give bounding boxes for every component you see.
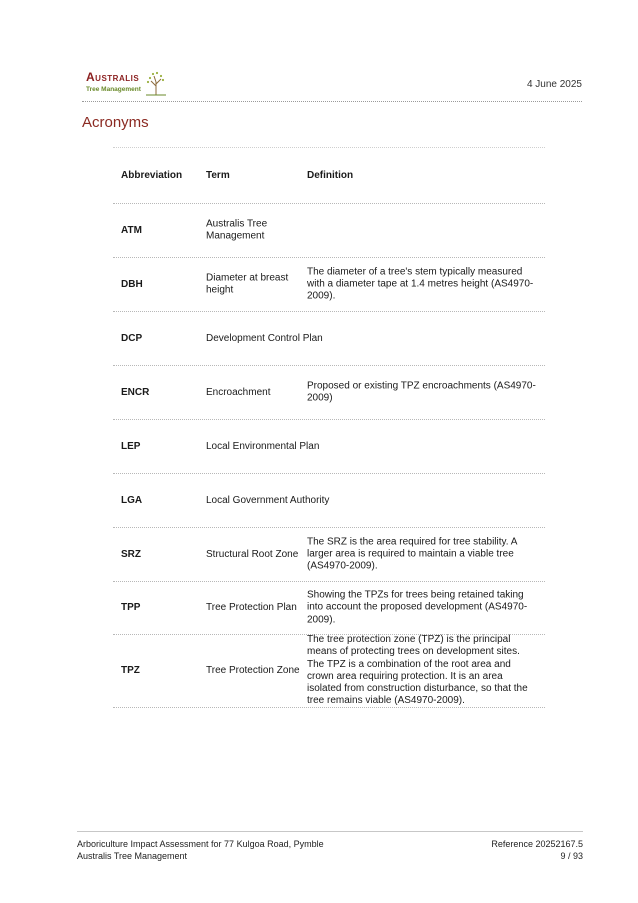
logo-subtitle: Tree Management <box>86 86 141 93</box>
column-header-abbreviation: Abbreviation <box>121 169 183 181</box>
definition-cell: The tree protection zone (TPZ) is the pr… <box>307 634 528 707</box>
abbreviation-cell: DBH <box>121 278 143 290</box>
page-header: Australis Tree Management 4 June 2025 <box>82 66 582 100</box>
company-logo: Australis Tree Management <box>82 70 172 100</box>
abbreviation-cell: TPP <box>121 601 141 613</box>
acronyms-table: Abbreviation Term Definition ATM Austral… <box>113 147 545 708</box>
term-cell: Development Control Plan <box>206 332 323 344</box>
table-row: TPP Tree Protection Plan Showing the TPZ… <box>113 582 545 635</box>
abbreviation-cell: SRZ <box>121 548 141 560</box>
page-number: 9 / 93 <box>560 851 583 861</box>
abbreviation-cell: ENCR <box>121 386 150 398</box>
page-title: Acronyms <box>82 114 149 131</box>
term-cell: Tree Protection Zone <box>206 664 300 676</box>
definition-cell: Showing the TPZs for trees being retaine… <box>307 589 528 626</box>
abbreviation-cell: LEP <box>121 440 141 452</box>
table-row: DBH Diameter at breast height The diamet… <box>113 258 545 312</box>
header-date: 4 June 2025 <box>526 79 582 90</box>
header-divider <box>82 101 582 102</box>
footer-divider <box>77 831 583 832</box>
abbreviation-cell: TPZ <box>121 664 140 676</box>
table-row: LEP Local Environmental Plan <box>113 420 545 474</box>
table-row: LGA Local Government Authority <box>113 474 545 528</box>
footer-company: Australis Tree Management <box>77 851 188 861</box>
abbreviation-cell: LGA <box>121 494 143 506</box>
abbreviation-cell: ATM <box>121 224 142 236</box>
term-cell: Structural Root Zone <box>206 548 299 560</box>
column-header-definition: Definition <box>307 169 354 181</box>
logo-wordmark: Australis <box>86 70 140 84</box>
table-row: ENCR Encroachment Proposed or existing T… <box>113 366 545 420</box>
term-cell: Encroachment <box>206 386 271 398</box>
table-row: DCP Development Control Plan <box>113 312 545 366</box>
term-cell: Local Environmental Plan <box>206 440 320 452</box>
tree-icon <box>146 71 166 96</box>
table-row: ATM Australis Tree Management <box>113 204 545 258</box>
table-row: TPZ Tree Protection Zone The tree protec… <box>113 634 545 708</box>
definition-cell: Proposed or existing TPZ encroachments (… <box>307 380 536 404</box>
term-cell: Diameter at breast height <box>206 272 289 296</box>
definition-cell: The diameter of a tree's stem typically … <box>307 266 534 302</box>
term-cell: Local Government Authority <box>206 494 330 506</box>
abbreviation-cell: DCP <box>121 332 143 344</box>
footer-right: Reference 20252167.5 9 / 93 <box>491 838 583 862</box>
term-cell: Tree Protection Plan <box>206 601 297 613</box>
table-header-row: Abbreviation Term Definition <box>113 147 545 204</box>
term-cell: Australis Tree Management <box>206 218 268 242</box>
definition-cell: The SRZ is the area required for tree st… <box>307 536 517 572</box>
table-row: SRZ Structural Root Zone The SRZ is the … <box>113 528 545 582</box>
footer-left: Arboriculture Impact Assessment for 77 K… <box>77 838 324 862</box>
footer-reference: Reference 20252167.5 <box>491 839 583 849</box>
footer-document-title: Arboriculture Impact Assessment for 77 K… <box>77 839 324 849</box>
column-header-term: Term <box>206 169 230 181</box>
